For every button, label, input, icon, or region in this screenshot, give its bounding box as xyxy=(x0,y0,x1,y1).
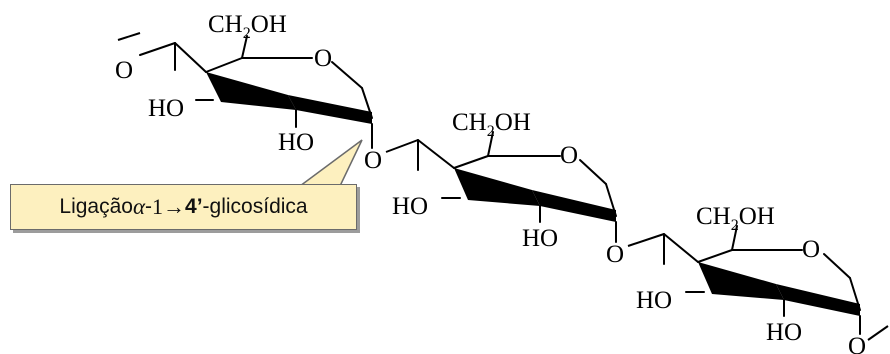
callout-alpha: α xyxy=(132,194,146,219)
hydroxyl-left-1: HO xyxy=(148,95,184,122)
ring-oxygen-3: O xyxy=(802,236,820,263)
glycosidic-bond-2 xyxy=(627,233,665,247)
chain-continuation-left xyxy=(117,32,141,41)
ring-oxygen-2: O xyxy=(560,142,578,169)
glucose-unit-3 xyxy=(663,225,861,335)
hydroxyl-bottom-2: HO xyxy=(522,225,558,252)
glycosidic-oxygen-1: O xyxy=(364,147,382,174)
bridge-oxygen-left: O xyxy=(115,57,133,84)
hydroxyl-bottom-3: HO xyxy=(766,319,802,346)
hydroxyl-bottom-1: HO xyxy=(278,129,314,156)
chain-continuation-right xyxy=(867,325,889,341)
bridge-oxygen-right: O xyxy=(848,333,866,354)
callout-carbon-one: 1 xyxy=(152,194,164,219)
callout-carbon-four: 4’ xyxy=(185,195,203,218)
hydroxyl-left-2: HO xyxy=(392,193,428,220)
glycosidic-bond-1 xyxy=(385,139,419,153)
callout-dash: - xyxy=(145,195,153,218)
callout-suffix: -glicosídica xyxy=(202,195,308,218)
glycosidic-bond-callout: Ligação α - 1 → 4’ -glicosídica xyxy=(10,184,357,230)
glucose-unit-1 xyxy=(139,35,373,149)
callout-arrow: → xyxy=(163,194,186,219)
ch2oh-label-2: CH2OH xyxy=(452,109,531,140)
ring-oxygen-1: O xyxy=(314,45,332,72)
glycosidic-oxygen-2: O xyxy=(606,241,624,268)
glucose-unit-2 xyxy=(417,131,617,243)
callout-prefix: Ligação xyxy=(59,195,133,218)
ch2oh-label-1: CH2OH xyxy=(208,11,287,42)
hydroxyl-left-3: HO xyxy=(636,287,672,314)
ch2oh-label-3: CH2OH xyxy=(696,203,775,234)
